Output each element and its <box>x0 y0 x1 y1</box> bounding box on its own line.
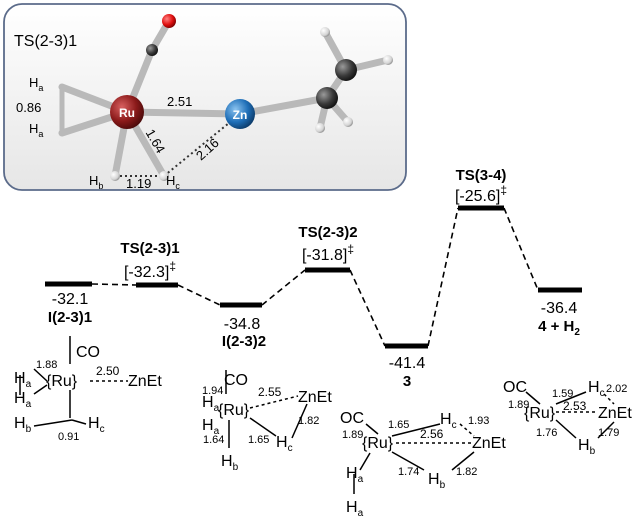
inset-title: TS(2-3)1 <box>14 33 77 50</box>
ethyl-carbon-atom <box>335 59 357 81</box>
s2-ha-top: Ha <box>202 394 220 414</box>
hydrogen-c-atom <box>159 171 169 181</box>
s3-hb: Hb <box>428 471 446 491</box>
structure-3: OC 1.89 {Ru} 1.65 Hc 1.93 2.56 ZnEt 1.74… <box>340 410 506 519</box>
name-i2: I(2-3)2 <box>222 333 266 350</box>
ha-bottom-label: Ha <box>29 121 43 139</box>
s4-d-ru-hb: 1.76 <box>536 427 557 439</box>
s1-znet: ZnEt <box>128 373 162 390</box>
s2-d-ru-hb: 1.64 <box>203 434 224 446</box>
value-ts1: [-32.3]‡ <box>124 259 176 281</box>
hc-zn-contact <box>163 113 241 177</box>
ha-top-label: Ha <box>29 75 43 93</box>
s1-d-hb-hc: 0.91 <box>58 431 79 443</box>
connector <box>349 269 386 347</box>
s3-oc: OC <box>340 410 364 427</box>
dist-ru-zn: 2.51 <box>167 94 192 109</box>
energy-levels: -32.1 I(2-3)1 TS(2-3)1 [-32.3]‡ -34.8 I(… <box>45 167 582 390</box>
title-ts3: TS(3-4) <box>456 167 507 184</box>
s1-d-ru-zn: 2.50 <box>96 364 120 378</box>
s3-ru: {Ru} <box>362 435 394 452</box>
s2-hb: Hb <box>221 453 239 473</box>
s1-co: CO <box>76 344 100 361</box>
s2-ru: {Ru} <box>218 402 250 419</box>
s2-hc: Hc <box>276 434 293 454</box>
dist-hb-hc: 1.19 <box>126 176 151 191</box>
connector <box>261 269 306 306</box>
s2-co: CO <box>224 372 248 389</box>
s1-ha-top: Ha <box>14 370 32 390</box>
s1-d-ru-co: 1.88 <box>36 359 57 371</box>
name-s3: 3 <box>403 373 411 390</box>
connector <box>177 284 221 306</box>
s2-ha-bottom: Ha <box>202 417 220 437</box>
s3-d-hb-zn: 1.82 <box>456 466 477 478</box>
s2-d-ru-hc: 1.65 <box>248 434 269 446</box>
s4-ru: {Ru} <box>524 405 556 422</box>
s4-d-ru-hc: 1.59 <box>552 388 573 400</box>
value-i1: -32.1 <box>52 291 89 308</box>
ethyl-carbon-atom <box>316 87 338 109</box>
connector <box>503 207 539 291</box>
structure-i2: CO 1.94 {Ru} Ha Ha 2.55 ZnEt 1.82 Hc 1.6… <box>202 370 332 473</box>
structure-i1: CO 1.88 {Ru} Ha Ha 2.50 ZnEt Hb Hc 0.91 <box>14 336 162 443</box>
hydrogen-atom <box>315 123 325 133</box>
s3-d-ru-zn: 2.56 <box>420 427 444 441</box>
s4-hb: Hb <box>578 437 596 457</box>
title-ts2: TS(2-3)2 <box>298 224 357 241</box>
s4-hc: Hc <box>588 379 605 399</box>
value-ts3: [-25.6]‡ <box>455 183 507 205</box>
s3-znet: ZnEt <box>472 435 506 452</box>
s4-oc: OC <box>503 379 527 396</box>
s3-d-ru-hb: 1.74 <box>398 466 419 478</box>
title-ts1: TS(2-3)1 <box>120 240 179 257</box>
hydrogen-atom <box>343 117 353 127</box>
s1-hb: Hb <box>14 415 32 435</box>
ru-label: Ru <box>119 106 135 120</box>
s4-d-ru-co: 1.89 <box>508 399 529 411</box>
s1-hc: Hc <box>88 415 105 435</box>
s1-ru: {Ru} <box>46 373 78 390</box>
hydrogen-atom <box>320 27 330 37</box>
hydrogen-atom <box>383 55 393 65</box>
s1-ha-bottom: Ha <box>14 390 32 410</box>
connector <box>91 283 137 286</box>
structure-4: OC 1.89 {Ru} 1.59 Hc 2.02 2.53 ZnEt 1.76… <box>503 379 632 457</box>
name-i1: I(2-3)1 <box>48 309 92 326</box>
s3-hc: Hc <box>440 411 457 431</box>
name-s4: 4 + H2 <box>538 318 580 338</box>
hb-label: Hb <box>89 173 103 191</box>
value-s4: -36.4 <box>541 300 578 317</box>
s3-d-ru-hc: 1.65 <box>388 419 409 431</box>
s3-d-ru-co: 1.89 <box>342 429 363 441</box>
zinc-atom <box>225 99 255 129</box>
carbonyl-carbon-atom <box>146 44 158 56</box>
s4-d-hc-zn: 2.02 <box>606 383 627 395</box>
s4-d-ru-zn: 2.53 <box>563 399 587 413</box>
dist-ha-ha: 0.86 <box>16 100 41 115</box>
s3-d-hc-zn: 1.93 <box>468 415 489 427</box>
s3-ha-top: Ha <box>346 465 364 485</box>
value-ts2: [-31.8]‡ <box>302 242 354 264</box>
s2-d-ru-co: 1.94 <box>202 385 223 397</box>
value-i2: -34.8 <box>224 316 261 333</box>
s4-znet: ZnEt <box>598 405 632 422</box>
inset-border <box>3 3 407 191</box>
ruthenium-atom <box>110 95 144 129</box>
connector <box>427 207 459 347</box>
oxygen-atom <box>162 14 176 28</box>
hydrogen-b-atom <box>110 171 120 181</box>
s2-znet: ZnEt <box>298 389 332 406</box>
hc-label: Hc <box>166 173 180 191</box>
s4-d-hb-zn: 1.79 <box>598 427 619 439</box>
inset-panel: TS(2-3)1 R <box>3 3 407 191</box>
value-s3: -41.4 <box>389 355 426 372</box>
s2-d-zn-hc: 1.82 <box>298 415 319 427</box>
s3-ha-bottom: Ha <box>346 499 364 519</box>
zn-label: Zn <box>233 108 248 122</box>
s2-d-ru-zn: 2.55 <box>258 385 282 399</box>
